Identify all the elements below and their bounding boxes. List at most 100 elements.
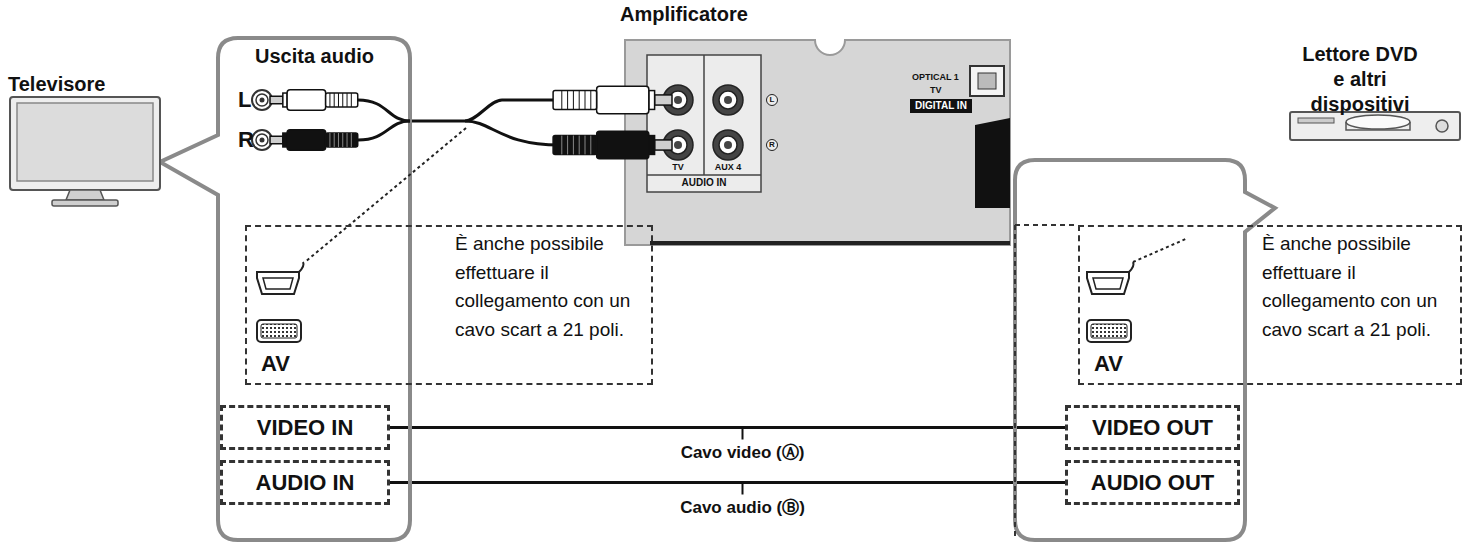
rca-plug [655,95,672,105]
label-tick [742,428,744,440]
amplifier-panel-shape [703,55,705,175]
rca-jack [724,141,732,149]
rca-plug [597,131,649,159]
callout-bubble-outline [1015,224,1078,226]
scart-symbol [1091,324,1127,338]
dvd-player-icon [1290,112,1460,140]
amplifier-panel-shape [647,55,761,192]
node-text: VIDEO OUT [1092,414,1213,440]
channel-mark: R [766,139,778,151]
rca-plug [573,91,574,110]
scart-symbol [257,272,299,294]
scart-symbol [299,262,304,272]
rca-jack [724,96,732,104]
callout-bubble-outline [160,38,410,540]
audio-cable-wire [358,100,410,121]
rca-plug [326,133,358,147]
input-port-box: VIDEO IN [220,405,390,450]
scart-note-box: AV È anche possibile effettuare il colleg… [245,225,653,385]
scart-note-box: AVÈ anche possibile effettuare il colleg… [1078,225,1462,385]
rca-plug [655,140,672,150]
scart-symbol [1087,262,1134,342]
cable-label: Cavo video (Ⓐ) [677,441,809,464]
scart-symbol [261,324,297,338]
leader-line [305,128,466,262]
rca-plug [553,136,597,155]
rca-jack [256,134,268,146]
node-text: Uscita audio [255,44,374,68]
audio-cable-wire [358,121,410,140]
dvd-player-icon [1290,112,1460,140]
rca-plug [270,130,358,150]
rca-jack [256,94,268,106]
node-text: AUDIO OUT [1091,469,1214,495]
av-cable [390,426,1065,429]
audio-cable-wire [465,121,560,145]
label-tick [742,483,744,495]
scart-symbol [1087,272,1129,294]
scart-symbol [1093,278,1123,289]
rca-plug [329,133,330,147]
output-port-box: VIDEO OUT [1065,405,1240,450]
rca-plug [334,93,335,107]
rca-plug [649,136,655,155]
node-text: Amplificatore [620,2,748,26]
callout-bubble-outline [160,38,410,540]
rca-plug [649,91,655,110]
rca-plug [342,93,343,107]
tv-icon [52,200,118,206]
rca-plug [270,86,672,159]
amplifier-panel-shape [650,241,1010,245]
rca-plug [567,91,568,110]
port-label: TV [930,85,942,96]
rca-jack [713,85,743,115]
dvd-player-icon [1346,115,1410,129]
rca-plug [270,96,283,103]
rca-plug [553,86,672,114]
rca-jack [260,98,265,103]
rca-plug [287,130,326,150]
dvd-player-icon [1298,118,1334,123]
jack-label: TV [656,162,700,173]
rca-jack [252,90,272,110]
amplifier-panel-shape [625,40,1010,245]
amplifier-panel: Amplificatore [625,40,1010,245]
port-label: OPTICAL 1 [912,72,959,83]
tv-icon [66,190,104,200]
amplifier-panel-shape [625,40,1010,245]
rca-jack [674,141,682,149]
dvd-player-icon [1436,120,1448,132]
cable-label: Cavo audio (Ⓑ) [676,496,809,519]
channel-letter: L [238,87,251,113]
device-name: Lettore DVD e altri dispositivi [1300,42,1420,117]
audio-cable-wire [358,100,560,145]
rca-plug [351,93,352,107]
rca-jack [252,130,272,150]
rca-plug [338,93,339,107]
rca-plug [553,91,597,110]
rca-jack [713,130,743,160]
rca-plug [567,136,568,155]
rca-plug [334,133,335,147]
rca-plug [590,91,591,110]
rca-plug [351,133,352,147]
scart-symbol [257,320,301,342]
rca-plug [329,93,330,107]
tv-icon [17,103,153,181]
tv-icon [10,97,160,206]
rca-plug [326,93,358,107]
tv-icon [10,97,160,190]
rca-plug [347,133,348,147]
rca-plug [270,90,358,110]
rca-jack [674,96,682,104]
node-text: È anche possibile effettuare il collegam… [455,230,647,344]
callout-bubble-outline [1015,160,1275,540]
device-name: Televisore [8,72,105,96]
scart-symbol [263,278,293,289]
rca-plug [561,136,562,155]
node-text: AV [1094,351,1123,377]
rca-jack [719,136,737,154]
node-text: AV [261,351,290,377]
scart-symbol [1129,262,1134,272]
